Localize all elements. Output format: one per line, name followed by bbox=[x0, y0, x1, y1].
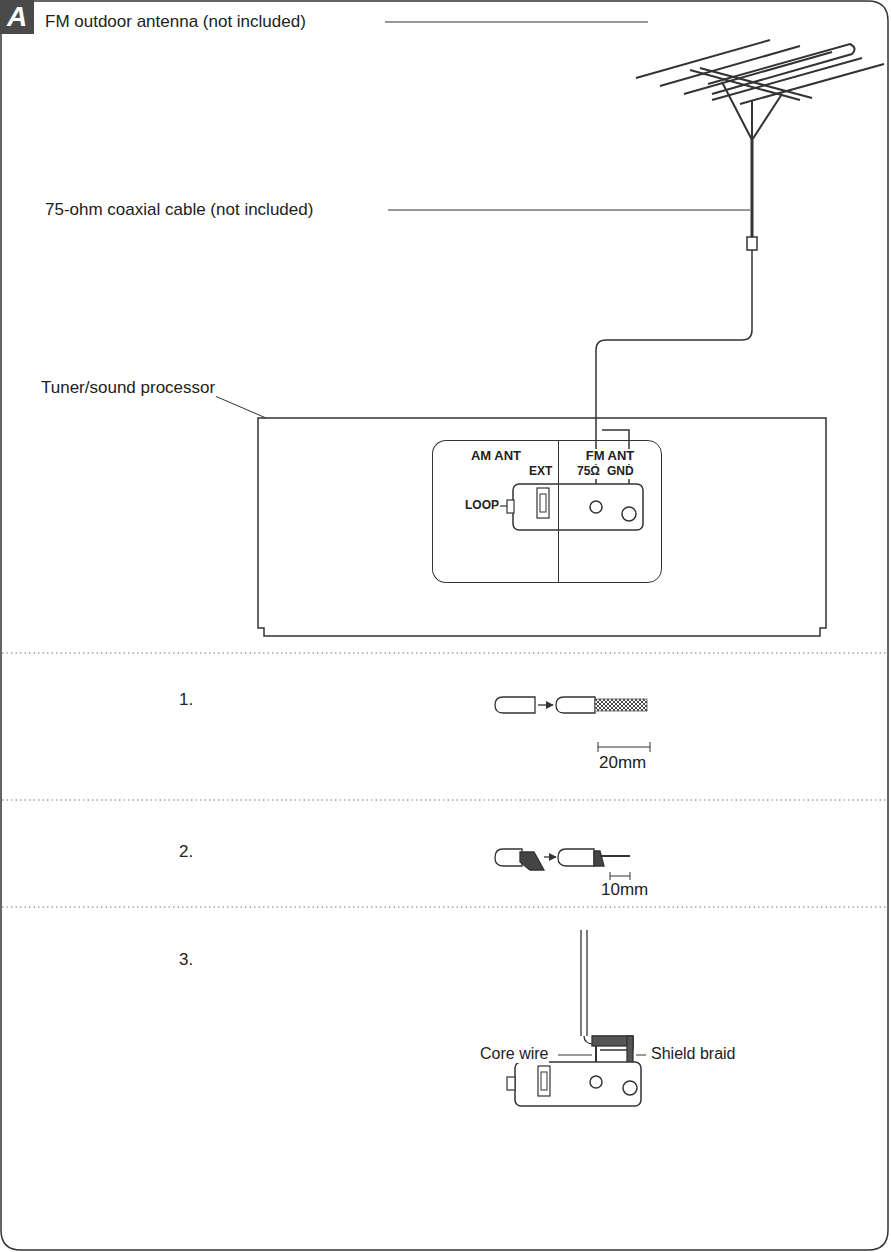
folded-braid bbox=[594, 851, 604, 866]
loop-connector bbox=[507, 1077, 515, 1090]
panel-title: FM ANT bbox=[584, 449, 637, 464]
gnd-terminal bbox=[623, 1081, 637, 1095]
tuner-housing bbox=[258, 418, 826, 636]
separator bbox=[2, 907, 887, 908]
step1-cable bbox=[495, 697, 650, 752]
leader-line bbox=[385, 22, 648, 23]
dimension-line bbox=[598, 742, 650, 752]
section-marker: A bbox=[0, 0, 34, 34]
leader-line bbox=[500, 505, 507, 506]
antenna-support bbox=[751, 100, 753, 140]
ext-terminal bbox=[540, 494, 546, 512]
coaxial-cable bbox=[586, 930, 587, 1036]
shield-braid-bent bbox=[584, 1036, 633, 1050]
antenna-mast bbox=[751, 140, 754, 237]
terminal-strip bbox=[500, 484, 643, 530]
callout-label: Tuner/sound processor bbox=[40, 378, 216, 398]
antenna-boom bbox=[690, 70, 800, 100]
ext-terminal bbox=[541, 1072, 547, 1090]
folded-dipole bbox=[708, 44, 855, 94]
fm-antenna bbox=[636, 40, 884, 237]
terminal-name: LOOP bbox=[464, 499, 500, 513]
step-number: 1. bbox=[178, 690, 194, 710]
separator bbox=[2, 800, 887, 801]
step3-connection bbox=[507, 930, 646, 1106]
terminal-name: GND bbox=[606, 465, 635, 479]
step-number: 2. bbox=[178, 842, 194, 862]
callout-label: FM outdoor antenna (not included) bbox=[44, 12, 307, 32]
step-arrow bbox=[538, 704, 553, 705]
dimension: 20mm bbox=[598, 753, 647, 773]
leader-line bbox=[388, 210, 750, 211]
part-label: Shield braid bbox=[650, 1045, 737, 1063]
leader-line bbox=[636, 1055, 646, 1056]
leader-line bbox=[558, 1055, 592, 1056]
separator bbox=[2, 653, 887, 654]
cable-jacket bbox=[495, 849, 522, 866]
cable-jacket bbox=[556, 697, 595, 713]
core-wire bbox=[600, 855, 630, 857]
gnd-terminal bbox=[622, 507, 636, 521]
panel-title: AM ANT bbox=[469, 449, 523, 464]
terminal-plate bbox=[513, 484, 643, 530]
separator bbox=[2, 653, 887, 907]
loop-connector bbox=[507, 500, 514, 513]
step-number: 3. bbox=[178, 950, 194, 970]
terminal-plate bbox=[515, 1062, 641, 1106]
step2-cable bbox=[495, 849, 630, 880]
antenna-element bbox=[712, 58, 862, 100]
terminal-name: EXT bbox=[528, 465, 553, 479]
part-label: Core wire bbox=[479, 1045, 549, 1063]
dimension-line bbox=[610, 872, 630, 880]
coaxial-cable bbox=[580, 930, 581, 1036]
callout-label: 75-ohm coaxial cable (not included) bbox=[44, 200, 314, 220]
fm-terminal bbox=[590, 1076, 602, 1088]
fm-antenna-panel: FM ANT bbox=[558, 440, 662, 583]
cable-jacket bbox=[558, 849, 594, 866]
shield-braid bbox=[595, 699, 647, 711]
step-arrow bbox=[544, 856, 556, 857]
ext-terminal bbox=[537, 488, 549, 518]
terminal-name: 75Ω bbox=[576, 465, 601, 479]
ext-terminal bbox=[538, 1066, 550, 1096]
fm-terminal bbox=[590, 501, 602, 513]
cable-jacket bbox=[495, 697, 535, 713]
dimension: 10mm bbox=[600, 880, 649, 900]
section-letter: A bbox=[7, 1, 27, 33]
antenna-support bbox=[722, 82, 782, 140]
leader-line bbox=[215, 396, 266, 418]
folded-braid bbox=[520, 852, 544, 870]
cable-connector bbox=[747, 237, 757, 250]
antenna-boom bbox=[700, 68, 812, 98]
